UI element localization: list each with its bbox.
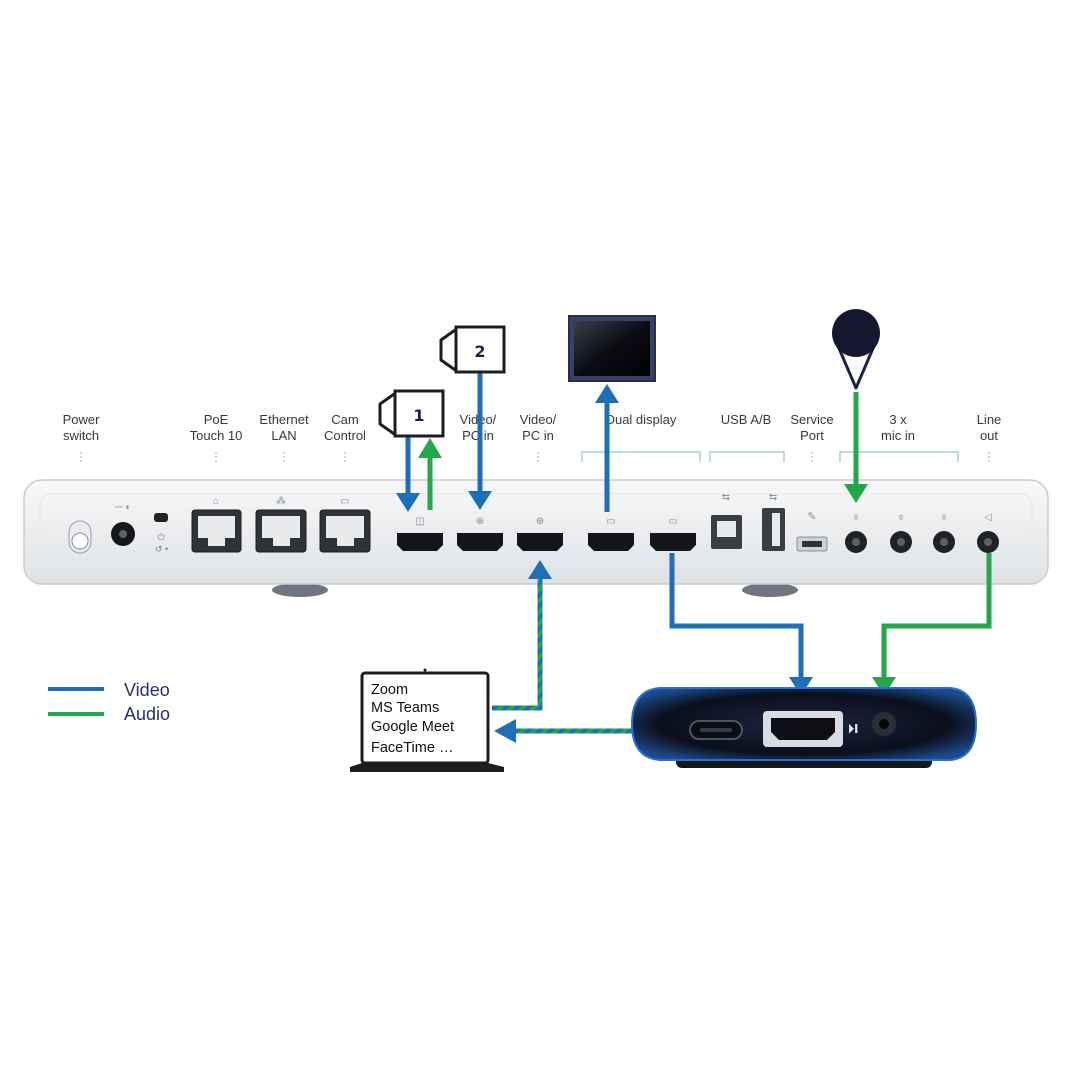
svg-text:▭: ▭ [668, 516, 677, 527]
rj45-port-icon[interactable]: ⌂ [191, 496, 242, 553]
svg-text:⊕: ⊕ [536, 516, 544, 527]
laptop-app-zoom: Zoom [371, 682, 408, 698]
audio-jack-icon[interactable]: ◁ [977, 512, 999, 553]
label-dual-display: Dual display [606, 412, 677, 427]
hdmi-port-icon[interactable]: ◫ [397, 516, 443, 551]
svg-text:⌽: ⌽ [898, 512, 904, 523]
rj45-port-icon[interactable]: ▭ [319, 496, 371, 553]
legend-video-label: Video [124, 680, 170, 700]
audio-jack-icon [872, 712, 896, 736]
svg-text:⇆: ⇆ [769, 492, 777, 503]
usb-c-port-icon [689, 720, 743, 740]
power-rating-icon: ⎓ ◐ [115, 502, 132, 513]
svg-text:⊕: ⊕ [476, 516, 484, 527]
av-line-laptop-codec [492, 574, 543, 711]
svg-text:⏻: ⏻ [157, 532, 164, 542]
monitor-icon [568, 315, 656, 382]
connections [396, 370, 992, 743]
audio-jack-icon[interactable]: ⌽ [933, 512, 955, 553]
hdmi-port-icon[interactable]: ▭ [650, 516, 696, 551]
camera-2-number: 2 [474, 342, 485, 361]
camera-1-number: 1 [413, 406, 424, 425]
hdmi-port-icon [763, 711, 843, 747]
svg-text:⁂: ⁂ [276, 496, 286, 507]
codec-unit: ⎓ ◐ ⏻ ↺ • ⌂ ⁂ ▭ ◫ [23, 479, 1049, 597]
svg-text:⌽: ⌽ [853, 512, 859, 523]
camera-icon: 1 [378, 389, 445, 438]
power-dc-jack-icon[interactable] [111, 522, 135, 546]
laptop-icon: Zoom MS Teams Google Meet FaceTime … [350, 668, 504, 772]
hdmi-port-icon[interactable]: ⊕ [457, 516, 503, 551]
audio-line-capture [881, 553, 992, 682]
legend-audio-label: Audio [124, 704, 170, 724]
hdmi-port-icon[interactable]: ▭ [588, 516, 634, 551]
reset-button-icon[interactable]: ⏻ ↺ • [154, 513, 168, 554]
capture-device-icon: ⏵I [630, 687, 978, 768]
service-port-icon[interactable]: ✎ [796, 511, 828, 552]
svg-text:✎: ✎ [807, 511, 816, 523]
rj45-port-icon[interactable]: ⁂ [255, 496, 307, 553]
laptop-app-google-meet: Google Meet [371, 719, 454, 735]
video-line-capture [669, 553, 804, 682]
microphone-icon [832, 309, 880, 390]
label-leaders [80, 451, 990, 462]
usb-port-icon[interactable]: ⇆ [711, 492, 742, 549]
svg-text:⌂: ⌂ [213, 496, 219, 507]
camera-icon: 2 [439, 325, 506, 374]
hdmi-in-marking-icon: ⏵I [848, 722, 858, 736]
svg-text:⇆: ⇆ [722, 492, 730, 503]
hdmi-port-icon[interactable]: ⊕ [517, 516, 563, 551]
power-switch[interactable] [68, 520, 92, 554]
usb-port-icon[interactable]: ⇆ [762, 492, 785, 551]
laptop-app-facetime: FaceTime … [371, 740, 453, 756]
audio-jack-icon[interactable]: ⌽ [890, 512, 912, 553]
svg-text:↺ •: ↺ • [155, 544, 168, 554]
svg-text:▭: ▭ [606, 516, 615, 527]
svg-text:⌽: ⌽ [941, 512, 947, 523]
legend: Video Audio [48, 680, 170, 724]
svg-text:◁: ◁ [984, 512, 992, 523]
label-usb-ab: USB A/B [721, 412, 772, 427]
audio-jack-icon[interactable]: ⌽ [845, 512, 867, 553]
label-video-pc-in-2: Video/PC in [520, 412, 557, 443]
svg-text:◫: ◫ [415, 516, 424, 527]
svg-text:▭: ▭ [340, 496, 349, 507]
laptop-app-ms-teams: MS Teams [371, 700, 439, 716]
